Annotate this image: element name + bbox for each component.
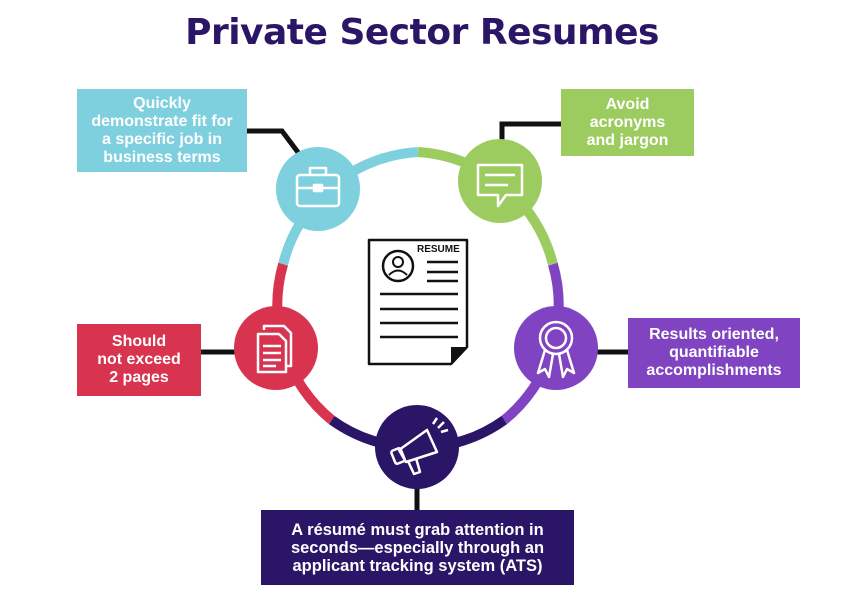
- text-line: 2 pages: [109, 369, 169, 386]
- text-line: Should: [111, 333, 167, 350]
- text-line: Quickly: [133, 94, 191, 112]
- text-line: A résumé must grab attention in: [291, 520, 544, 539]
- text-box-fit: Quickly demonstrate fit for a specific j…: [77, 89, 247, 172]
- text-box-results: Results oriented, quantifiable accomplis…: [628, 318, 800, 388]
- node-documents: [234, 306, 318, 390]
- text-box-pages: Should not exceed 2 pages: [77, 324, 201, 396]
- text-line: applicant tracking system (ATS): [292, 556, 543, 575]
- text-line: business terms: [103, 148, 221, 166]
- megaphone-icon: [390, 417, 449, 476]
- text-line: accomplishments: [646, 362, 782, 379]
- briefcase-icon: [295, 166, 341, 208]
- text-box-acronyms: Avoid acronyms and jargon: [561, 89, 694, 156]
- text-line: demonstrate fit for: [91, 112, 233, 130]
- node-chat: [458, 139, 542, 223]
- text-box-ats: A résumé must grab attention in seconds—…: [261, 510, 574, 585]
- documents-icon: [256, 324, 293, 374]
- resume-label: RESUME: [417, 244, 460, 255]
- node-megaphone: [375, 405, 459, 489]
- node-award: [514, 306, 598, 390]
- text-line: a specific job in: [101, 130, 223, 148]
- resume-avatar-icon: [381, 249, 415, 283]
- connector-fit: [244, 128, 304, 159]
- resume-document-icon: RESUME: [367, 238, 469, 366]
- text-line: not exceed: [97, 351, 181, 368]
- node-briefcase: [276, 147, 360, 231]
- text-line: Avoid: [605, 95, 650, 113]
- text-line: Results oriented,: [649, 326, 779, 343]
- award-ribbon-icon: [536, 320, 576, 379]
- text-line: acronyms: [589, 113, 666, 131]
- text-line: seconds—especially through an: [290, 538, 545, 557]
- chat-bubble-icon: [476, 163, 524, 208]
- page-title: Private Sector Resumes: [185, 12, 659, 53]
- text-line: and jargon: [586, 131, 669, 149]
- text-line: quantifiable: [669, 344, 759, 361]
